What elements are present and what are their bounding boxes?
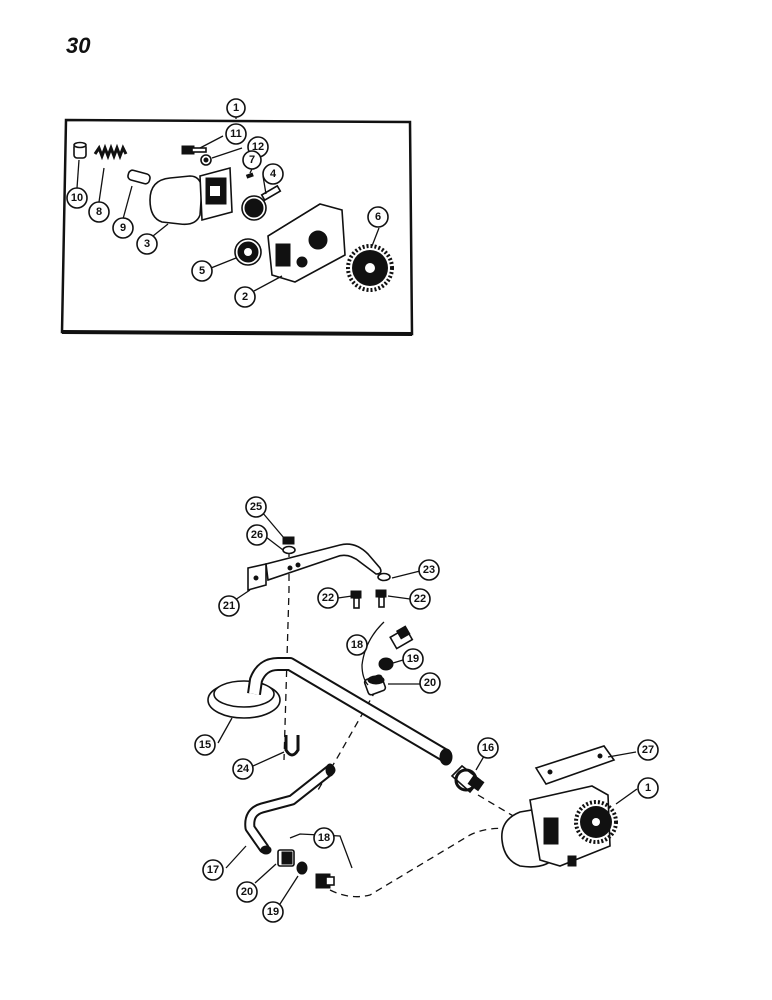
svg-text:18: 18 — [351, 639, 363, 651]
part-20-nut-top — [363, 674, 387, 696]
callout-4: 4 — [262, 163, 284, 185]
page-number: 30 — [66, 33, 91, 58]
callout-9: 9 — [112, 217, 134, 239]
callout-18-top: 18 — [346, 634, 368, 656]
svg-text:10: 10 — [71, 192, 83, 204]
callout-15: 15 — [194, 734, 216, 756]
svg-text:22: 22 — [322, 592, 334, 604]
svg-text:23: 23 — [423, 564, 435, 576]
callout-24: 24 — [232, 758, 254, 780]
svg-text:19: 19 — [267, 906, 279, 918]
svg-text:22: 22 — [414, 593, 426, 605]
svg-text:11: 11 — [230, 128, 242, 140]
callout-17: 17 — [202, 859, 224, 881]
callout-8: 8 — [88, 201, 110, 223]
svg-text:5: 5 — [199, 265, 205, 277]
part-20-nut-bottom — [277, 849, 295, 867]
callout-18-bottom: 18 — [313, 827, 335, 849]
svg-text:20: 20 — [241, 886, 253, 898]
callout-22-right: 22 — [409, 588, 431, 610]
part-6-drive-gear — [346, 244, 394, 292]
callout-3: 3 — [136, 233, 158, 255]
callout-22-left: 22 — [317, 587, 339, 609]
main-assembly — [207, 511, 638, 905]
part-19-sleeve-top — [378, 657, 394, 671]
svg-text:8: 8 — [96, 206, 102, 218]
part-15-suction-tube — [207, 657, 453, 766]
svg-text:16: 16 — [482, 742, 494, 754]
part-27-gasket — [534, 745, 616, 785]
callout-1-assembly: 1 — [637, 777, 659, 799]
callout-20-top: 20 — [419, 672, 441, 694]
part-21-bracket — [247, 543, 382, 592]
part-12-washer — [200, 154, 212, 166]
part-4-gear-shaft — [241, 184, 282, 221]
part-22-bolts — [350, 589, 387, 609]
svg-text:1: 1 — [645, 782, 651, 794]
callout-26: 26 — [246, 524, 268, 546]
part-8-spring — [93, 143, 128, 161]
callout-11: 11 — [225, 123, 247, 145]
part-3-cover — [149, 166, 233, 226]
svg-text:24: 24 — [237, 763, 250, 775]
svg-text:6: 6 — [375, 211, 381, 223]
svg-text:15: 15 — [199, 739, 211, 751]
svg-text:9: 9 — [120, 222, 126, 234]
callout-27: 27 — [637, 739, 659, 761]
svg-text:18: 18 — [318, 832, 330, 844]
part-17-tube — [244, 763, 336, 855]
svg-text:21: 21 — [223, 600, 235, 612]
part-25-nut — [282, 536, 295, 545]
callout-19-top: 19 — [402, 648, 424, 670]
part-18-connector-bottom — [315, 873, 335, 889]
callout-5: 5 — [191, 260, 213, 282]
svg-text:1: 1 — [233, 102, 239, 114]
callout-1-inset: 1 — [226, 98, 246, 118]
svg-text:7: 7 — [249, 154, 255, 166]
svg-text:19: 19 — [407, 653, 419, 665]
callout-21: 21 — [218, 595, 240, 617]
part-2-pump-body — [267, 203, 346, 283]
svg-text:3: 3 — [144, 238, 150, 250]
part-10-cap — [73, 141, 87, 159]
svg-text:17: 17 — [207, 864, 219, 876]
svg-text:12: 12 — [252, 141, 264, 153]
svg-text:20: 20 — [424, 677, 436, 689]
callout-2: 2 — [234, 286, 256, 308]
svg-text:27: 27 — [642, 744, 654, 756]
part-11-bolt — [181, 145, 207, 155]
callout-7: 7 — [242, 150, 262, 170]
part-5-gear — [234, 238, 262, 266]
part-16-adapter — [450, 764, 485, 794]
part-26-lockwasher — [282, 545, 296, 555]
svg-text:2: 2 — [242, 291, 248, 303]
callout-20-bottom: 20 — [236, 881, 258, 903]
part-7-pin — [245, 172, 254, 179]
callout-10: 10 — [66, 187, 88, 209]
callout-19-bottom: 19 — [262, 901, 284, 923]
svg-text:4: 4 — [270, 168, 277, 180]
part-24-u-bolt — [284, 735, 300, 757]
part-23-washer — [377, 572, 391, 582]
part-9-plunger — [127, 169, 151, 185]
callout-25: 25 — [245, 496, 267, 518]
callout-16: 16 — [477, 737, 499, 759]
callout-23: 23 — [418, 559, 440, 581]
part-1-pump-assembly — [501, 785, 618, 868]
svg-text:26: 26 — [251, 529, 263, 541]
part-18-connector-top — [389, 625, 414, 650]
callout-6: 6 — [367, 206, 389, 228]
part-19-sleeve-bottom — [296, 861, 308, 875]
inset-exploded-view — [60, 108, 414, 336]
svg-text:25: 25 — [250, 501, 262, 513]
